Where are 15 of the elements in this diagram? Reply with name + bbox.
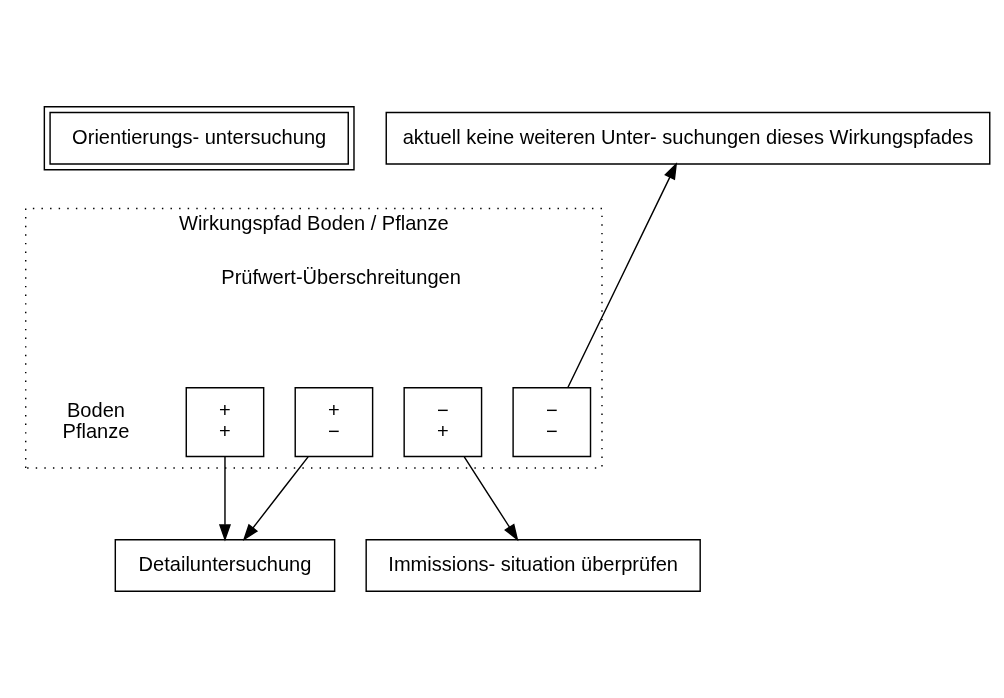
arrow [242,456,309,542]
arrow [567,162,678,389]
label: Prüfwert-Überschreitungen [221,266,461,289]
label: Pflanze [62,420,130,443]
arrow [218,456,231,542]
node-box: − + [403,387,483,458]
node-box: + + [185,387,265,458]
node-box: aktuell keine weiteren Unter- suchungen dieses Wirkungspfades [385,111,991,165]
arrow [463,456,519,542]
label: Boden [66,398,125,421]
node-box: + − [294,387,374,458]
node-box: Detailuntersuchung [114,538,336,592]
node-box: − − [512,387,592,458]
node-box: Immissions- situation überprüfen [365,538,701,592]
node-box: Orientierungs- untersuchung [43,106,355,171]
